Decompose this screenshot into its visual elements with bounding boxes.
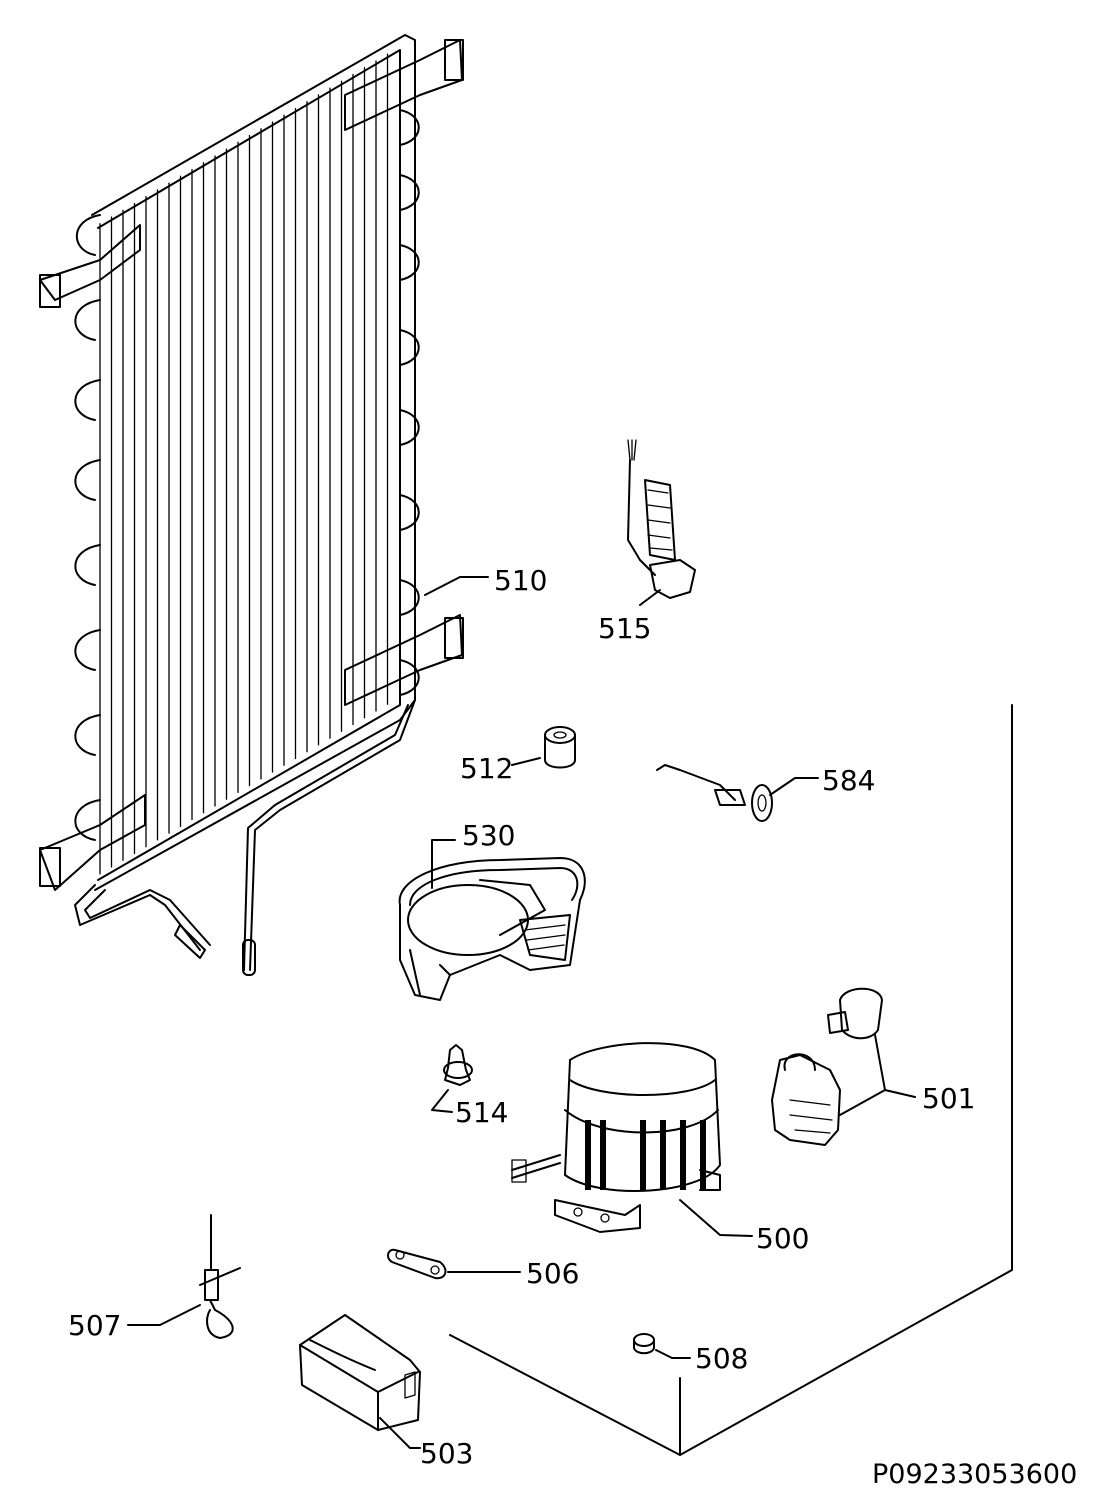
leader-512 [511, 757, 541, 766]
leader-530 [431, 839, 456, 889]
leader-500 [679, 1199, 753, 1237]
sensor-part [656, 764, 819, 822]
leader-515 [639, 589, 661, 606]
label-512: 512 [460, 752, 513, 785]
compressor-shading [585, 1120, 591, 1190]
compressor-shading [600, 1120, 606, 1190]
label-506: 506 [526, 1257, 579, 1290]
label-503: 503 [420, 1437, 473, 1470]
label-510: 510 [494, 564, 547, 597]
drawing-code: P09233053600 [872, 1459, 1077, 1490]
compressor-shading [700, 1120, 706, 1190]
compressor-part [511, 1042, 753, 1237]
clamp-part [387, 1248, 521, 1280]
label-501: 501 [922, 1082, 975, 1115]
cabinet-outline [449, 704, 1013, 1456]
foot-part [633, 1333, 691, 1359]
label-515: 515 [598, 612, 651, 645]
leader-501 [839, 1089, 886, 1116]
leader-584 [769, 777, 819, 796]
leader-510 [424, 576, 489, 596]
leader-508 [655, 1349, 691, 1359]
grommet-part [431, 1044, 473, 1113]
label-514: 514 [455, 1096, 508, 1129]
label-508: 508 [695, 1342, 748, 1375]
bush-part [511, 726, 576, 769]
filter-drier-part [127, 1214, 241, 1339]
drip-tray-part [398, 839, 586, 1001]
cover-part [299, 1314, 421, 1449]
compressor-shading [680, 1120, 686, 1190]
power-cable-part [627, 439, 696, 606]
compressor-shading [640, 1120, 646, 1190]
label-500: 500 [756, 1222, 809, 1255]
leader-507 [127, 1304, 201, 1326]
compressor-shading [660, 1120, 666, 1190]
label-507: 507 [68, 1309, 121, 1342]
leader-503 [379, 1417, 421, 1449]
label-584: 584 [822, 764, 875, 797]
leader-514 [431, 1089, 453, 1113]
relay-part [771, 987, 916, 1146]
label-530: 530 [462, 819, 515, 852]
condenser-part [39, 34, 489, 976]
